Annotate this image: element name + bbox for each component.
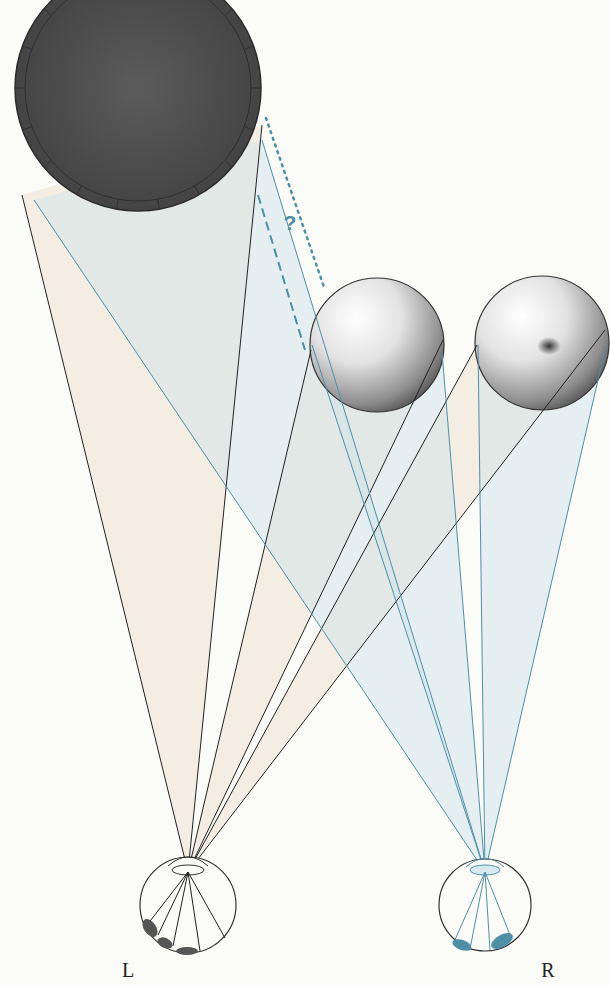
- eye-label: R: [541, 960, 554, 980]
- eye-label: L: [122, 960, 134, 980]
- right-eye: [439, 859, 531, 954]
- left-eye-cones: [22, 125, 605, 872]
- question-mark: ?: [284, 212, 297, 233]
- left-eye-rays: [22, 125, 605, 872]
- small-spheres: [310, 276, 609, 412]
- left-eye: [139, 857, 236, 955]
- large-sphere: [15, 0, 261, 211]
- right-eye-cones: [34, 140, 606, 872]
- right-eye-rays: [34, 140, 606, 872]
